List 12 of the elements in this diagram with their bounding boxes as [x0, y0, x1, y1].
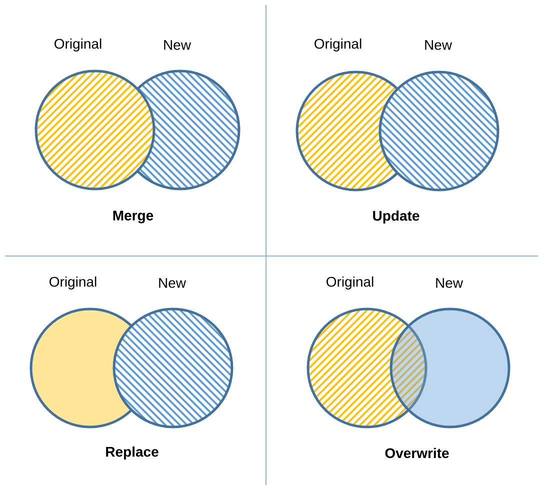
set-label: New	[164, 40, 192, 50]
set-label: Original	[54, 38, 102, 52]
diagram-caption: Update	[373, 210, 420, 224]
set-label: New	[425, 40, 452, 50]
diagram-caption: Merge	[113, 210, 154, 224]
set-label: Original	[314, 38, 362, 52]
set-label: Original	[50, 276, 96, 290]
set-label: Original	[326, 276, 374, 290]
set-label: New	[159, 278, 186, 288]
set-label: New	[436, 278, 464, 288]
diagram-caption: Overwrite	[385, 448, 449, 458]
diagram-caption: Replace	[106, 446, 158, 460]
